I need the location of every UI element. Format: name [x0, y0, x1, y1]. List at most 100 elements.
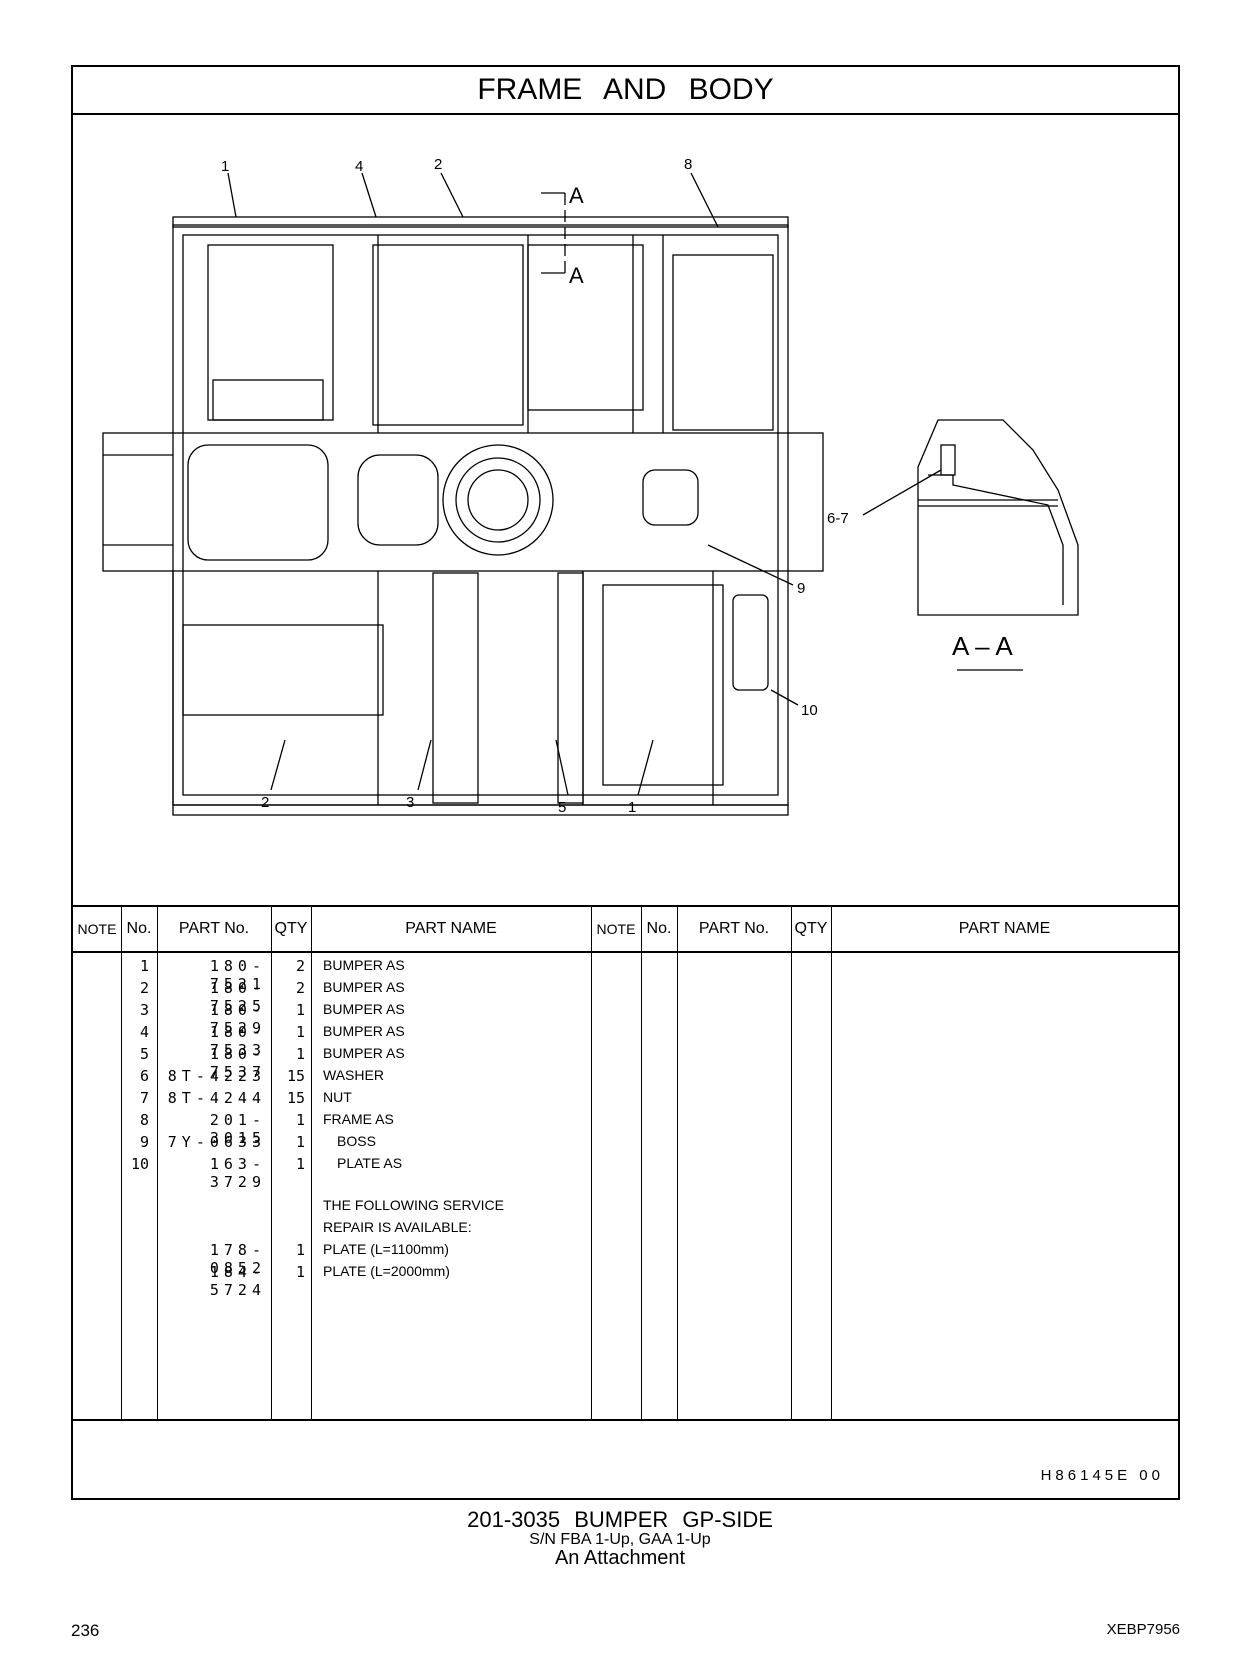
row-part-no: 178-0852: [209, 1241, 266, 1277]
page-number: 236: [71, 1621, 100, 1640]
table-row: 10 163-3729 1 PLATE AS: [73, 1155, 1178, 1191]
row-part-name: WASHER: [323, 1067, 384, 1083]
table-row: 6 8T-4223 15 WASHER: [73, 1067, 1178, 1090]
document-code: XEBP7956: [1106, 1621, 1180, 1638]
row-no: 2: [139, 979, 149, 997]
row-no: 7: [139, 1089, 149, 1107]
row-qty: 2: [295, 979, 305, 997]
service-note-line: THE FOLLOWING SERVICE: [73, 1197, 1178, 1220]
service-row: 178-0852 1 PLATE (L=1100mm): [73, 1241, 1178, 1277]
row-part-name: BUMPER AS: [323, 957, 405, 973]
row-part-no: 180-7525: [209, 979, 266, 1015]
header-qty: QTY: [274, 920, 308, 937]
row-part-name: PLATE (L=1100mm): [323, 1241, 449, 1257]
parts-table-body: 1 180-7521 2 BUMPER AS 2 180-7525 2 BUMP…: [73, 953, 1178, 1421]
row-qty: 1: [295, 1023, 305, 1041]
row-no: 6: [139, 1067, 149, 1085]
section-marker-bottom: A: [569, 263, 584, 288]
row-no: 5: [139, 1045, 149, 1063]
caption-attachment: An Attachment: [554, 1547, 686, 1569]
row-qty: 1: [295, 1045, 305, 1063]
row-part-no: 180-7529: [209, 1001, 266, 1037]
row-no: 4: [139, 1023, 149, 1041]
callout-1-bottom: 1: [628, 799, 636, 816]
callout-10: 10: [801, 702, 818, 719]
illustration-code: H86145E 00: [1040, 1467, 1164, 1484]
header-no-right: No.: [646, 920, 672, 937]
row-part-no: 180-7521: [209, 957, 266, 993]
top-bumper-outline: [172, 216, 789, 228]
row-qty: 1: [295, 1155, 305, 1173]
table-row: 7 8T-4244 15 NUT: [73, 1089, 1178, 1112]
table-row: 3 180-7529 1 BUMPER AS: [73, 1001, 1178, 1037]
header-note: NOTE: [77, 921, 117, 937]
header-part-no: PART No.: [178, 920, 250, 937]
plate-as-outline: [732, 594, 769, 691]
header-part-name-right: PART NAME: [958, 920, 1051, 937]
row-no: 9: [139, 1133, 149, 1151]
callout-3-bottom: 3: [406, 794, 414, 811]
service-note-text: THE FOLLOWING SERVICE: [323, 1197, 504, 1213]
row-part-no: 163-3729: [209, 1155, 266, 1191]
table-row: 5 180-7537 1 BUMPER AS: [73, 1045, 1178, 1081]
header-note-right: NOTE: [596, 921, 636, 937]
table-row: 4 180-7533 1 BUMPER AS: [73, 1023, 1178, 1059]
callout-8-top: 8: [684, 156, 692, 173]
row-qty: 15: [286, 1067, 305, 1085]
page-frame: FRAME AND BODY: [71, 65, 1180, 1500]
row-part-name: FRAME AS: [323, 1111, 394, 1127]
callout-2-bottom: 2: [261, 794, 269, 811]
callout-5-bottom: 5: [558, 799, 566, 816]
callout-9: 9: [797, 580, 805, 597]
row-no: 1: [139, 957, 149, 975]
row-part-no: 180-7537: [209, 1045, 266, 1081]
callout-6-7: 6-7: [827, 510, 849, 527]
row-no: 8: [139, 1111, 149, 1129]
parts-diagram: 1 4 2 8 9 10 6-7 2 3 5 1 A A A – A: [73, 115, 1178, 905]
row-part-no: 7Y-0633: [167, 1133, 266, 1151]
caption-serial: S/N FBA 1-Up, GAA 1-Up: [529, 1531, 711, 1548]
service-row: 184-5724 1 PLATE (L=2000mm): [73, 1263, 1178, 1299]
row-part-name: BUMPER AS: [323, 1001, 405, 1017]
header-no: No.: [126, 920, 152, 937]
callout-4-top: 4: [355, 158, 363, 175]
page-title: FRAME AND BODY: [477, 73, 774, 106]
row-part-name: NUT: [323, 1089, 352, 1105]
row-qty: 1: [295, 1001, 305, 1019]
row-part-no: 8T-4244: [167, 1089, 266, 1107]
row-qty: 1: [295, 1263, 305, 1281]
caption-group-title: 201-3035 BUMPER GP-SIDE: [467, 1507, 773, 1532]
header-qty-right: QTY: [794, 920, 828, 937]
callout-2-top: 2: [434, 156, 442, 173]
header-part-no-right: PART No.: [698, 920, 770, 937]
row-part-no: 8T-4223: [167, 1067, 266, 1085]
row-part-name: PLATE AS: [337, 1155, 403, 1171]
frame-body-illustration: 1 4 2 8 9 10 6-7 2 3 5 1 A A A – A: [102, 156, 1079, 816]
service-note-text: REPAIR IS AVAILABLE:: [323, 1219, 472, 1235]
row-qty: 1: [295, 1241, 305, 1259]
bottom-bumper-outline: [172, 804, 789, 816]
row-part-no: 201-3015: [209, 1111, 266, 1147]
row-no: 10: [130, 1155, 149, 1173]
row-qty: 15: [286, 1089, 305, 1107]
table-row: 9 7Y-0633 1 BOSS: [73, 1133, 1178, 1156]
row-part-name: PLATE (L=2000mm): [323, 1263, 450, 1279]
row-qty: 1: [295, 1111, 305, 1129]
row-no: 3: [139, 1001, 149, 1019]
row-part-no: 184-5724: [209, 1263, 266, 1299]
table-row: 1 180-7521 2 BUMPER AS: [73, 957, 1178, 993]
row-qty: 2: [295, 957, 305, 975]
title-bar: FRAME AND BODY: [73, 67, 1178, 115]
service-note-line: REPAIR IS AVAILABLE:: [73, 1219, 1178, 1242]
parts-table-header: NOTE No. PART No. QTY PART NAME NOTE No.…: [73, 905, 1178, 953]
row-part-name: BOSS: [337, 1133, 376, 1149]
section-view-label: A – A: [952, 631, 1013, 661]
row-qty: 1: [295, 1133, 305, 1151]
callout-1-top: 1: [221, 158, 229, 175]
row-part-no: 180-7533: [209, 1023, 266, 1059]
table-row: 2 180-7525 2 BUMPER AS: [73, 979, 1178, 1015]
row-part-name: BUMPER AS: [323, 979, 405, 995]
table-row: 8 201-3015 1 FRAME AS: [73, 1111, 1178, 1147]
header-part-name: PART NAME: [405, 920, 497, 937]
row-part-name: BUMPER AS: [323, 1045, 405, 1061]
